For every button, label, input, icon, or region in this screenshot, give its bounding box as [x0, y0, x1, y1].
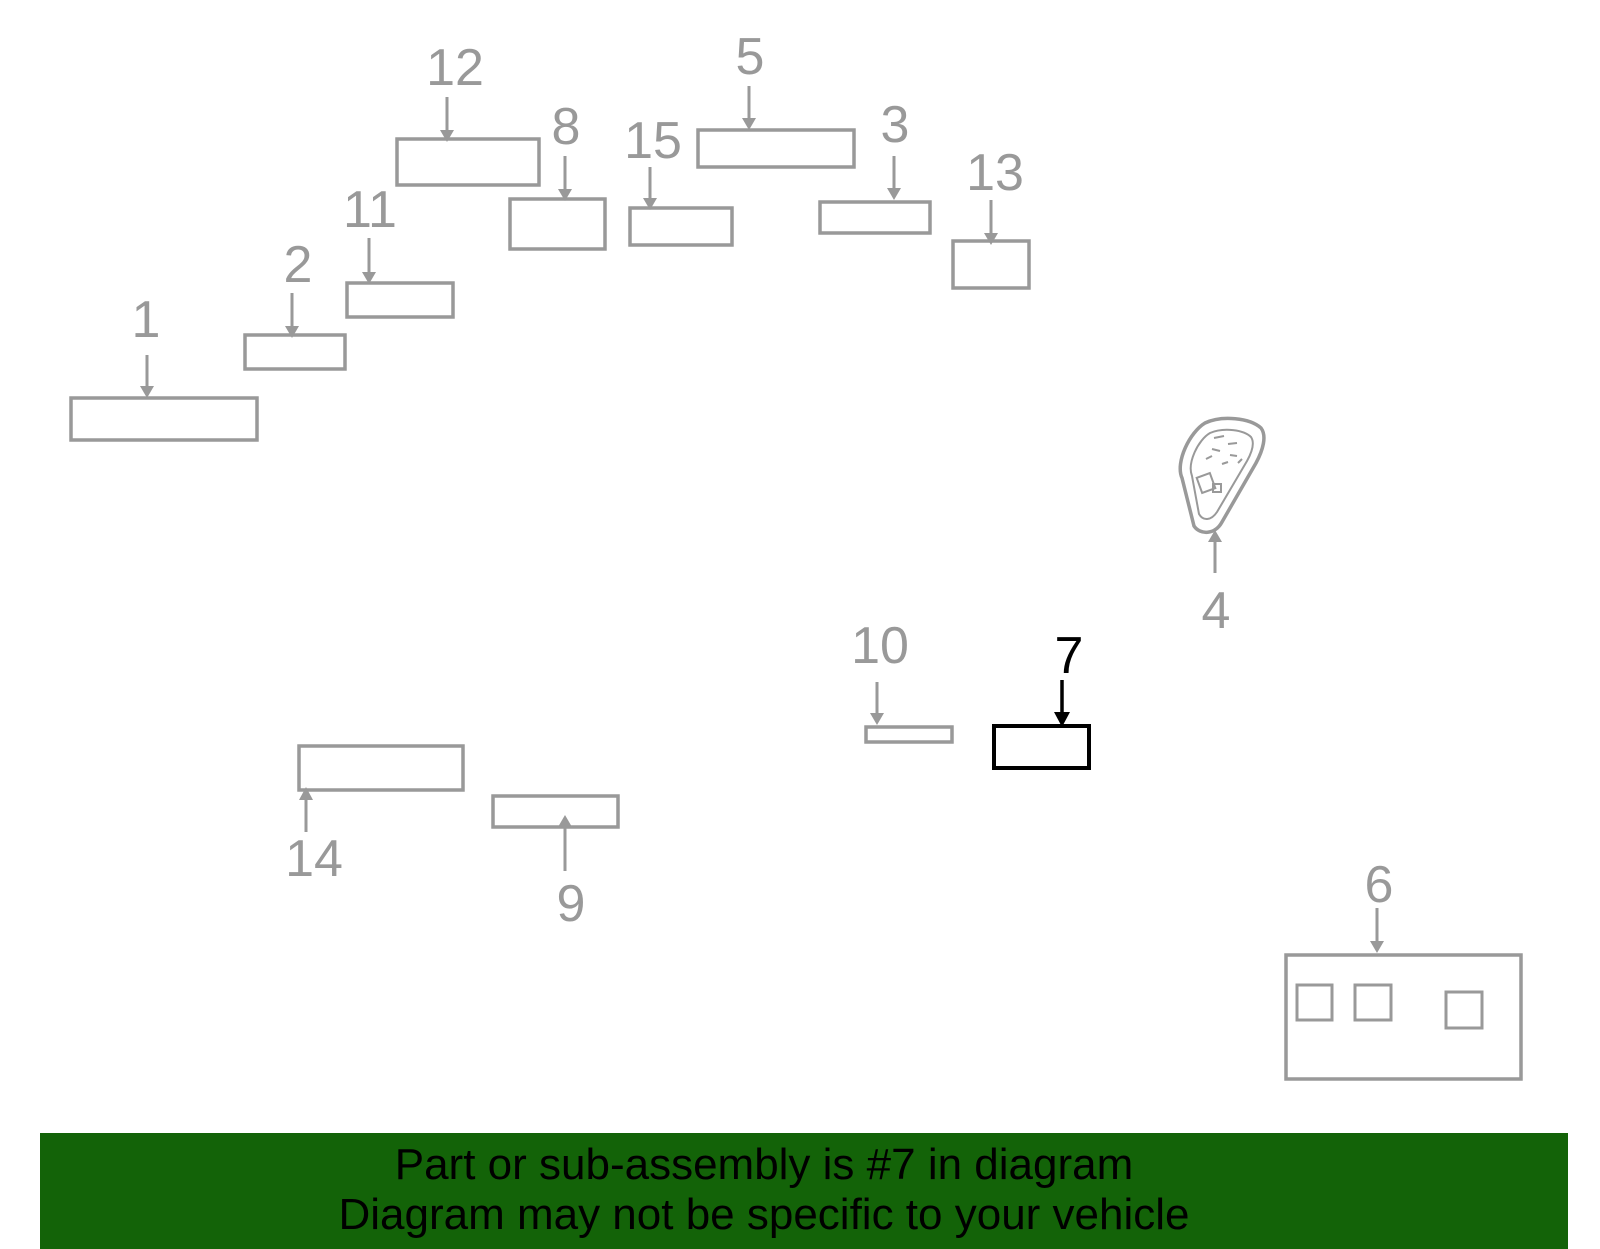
callout-number-9: 9 [557, 875, 586, 933]
part-11-shape [345, 281, 455, 319]
part-6-shape [1284, 953, 1523, 1081]
callout-part-9[interactable]: 9 [491, 794, 620, 933]
callout-arrowhead-12 [440, 130, 454, 142]
callout-number-12: 12 [426, 39, 484, 97]
callout-part-4[interactable]: 4 [1178, 416, 1266, 640]
part-6-slot-1 [1295, 983, 1334, 1022]
part-12-shape [395, 137, 541, 187]
callout-number-15: 15 [624, 112, 682, 170]
callout-arrowhead-1 [140, 386, 154, 398]
part-6-slot-3 [1444, 990, 1484, 1030]
callout-number-8: 8 [552, 98, 581, 156]
callout-number-2: 2 [284, 236, 313, 294]
part-2-shape [243, 333, 347, 371]
callout-arrowhead-6 [1370, 941, 1384, 953]
callout-part-11[interactable]: 11 [343, 181, 455, 319]
callout-part-8[interactable]: 8 [508, 98, 607, 251]
part-info-banner: Part or sub-assembly is #7 in diagram Di… [40, 1133, 1568, 1249]
callout-arrowhead-7 [1054, 712, 1070, 727]
callout-arrowhead-2 [285, 326, 299, 338]
callout-number-4: 4 [1202, 582, 1231, 640]
part-3-shape [818, 200, 932, 235]
part-1-shape [69, 396, 259, 442]
part-9-shape [491, 794, 620, 829]
callout-part-2[interactable]: 2 [243, 236, 347, 371]
callout-number-14: 14 [285, 830, 343, 888]
callout-part-5[interactable]: 5 [696, 28, 856, 169]
callout-arrowhead-11 [362, 272, 376, 284]
callout-arrowhead-5 [742, 118, 756, 130]
callout-number-7: 7 [1055, 627, 1084, 685]
callout-arrowhead-10 [870, 713, 884, 725]
callout-part-6[interactable]: 6 [1284, 856, 1523, 1081]
part-6-slot-2 [1353, 983, 1393, 1022]
part-13-shape [951, 239, 1031, 290]
part-7-shape [992, 724, 1091, 770]
part-5-shape [696, 128, 856, 169]
callout-number-6: 6 [1365, 856, 1394, 914]
callout-arrowhead-9 [558, 815, 572, 827]
callout-part-10[interactable]: 10 [851, 617, 954, 744]
callout-part-14[interactable]: 14 [285, 744, 465, 888]
part-15-shape [628, 206, 734, 247]
callout-number-11: 11 [343, 181, 397, 239]
callout-arrowhead-15 [643, 198, 657, 210]
callout-number-13: 13 [966, 144, 1024, 202]
callout-arrowhead-3 [887, 188, 901, 200]
banner-line-disclaimer: Diagram may not be specific to your vehi… [338, 1190, 1190, 1239]
callout-part-13[interactable]: 13 [951, 144, 1031, 290]
callout-part-12[interactable]: 12 [395, 39, 541, 187]
callout-arrowhead-4 [1208, 530, 1222, 542]
part-10-shape [864, 725, 954, 744]
callout-part-15[interactable]: 15 [624, 112, 734, 247]
callout-arrowhead-8 [558, 189, 572, 201]
callout-number-3: 3 [881, 96, 910, 154]
banner-line-part: Part or sub-assembly is #7 in diagram [394, 1140, 1134, 1189]
callout-part-3[interactable]: 3 [818, 96, 932, 235]
part-8-shape [508, 197, 607, 251]
callout-number-5: 5 [736, 28, 765, 86]
callout-part-1[interactable]: 1 [69, 291, 259, 442]
callout-number-1: 1 [132, 291, 161, 349]
callout-arrowhead-13 [984, 233, 998, 245]
callout-part-7[interactable]: 7 [992, 627, 1091, 770]
part-14-shape [297, 744, 465, 792]
callout-number-10: 10 [851, 617, 909, 675]
key-fob-icon [1178, 416, 1266, 534]
callout-arrowhead-14 [299, 787, 313, 800]
